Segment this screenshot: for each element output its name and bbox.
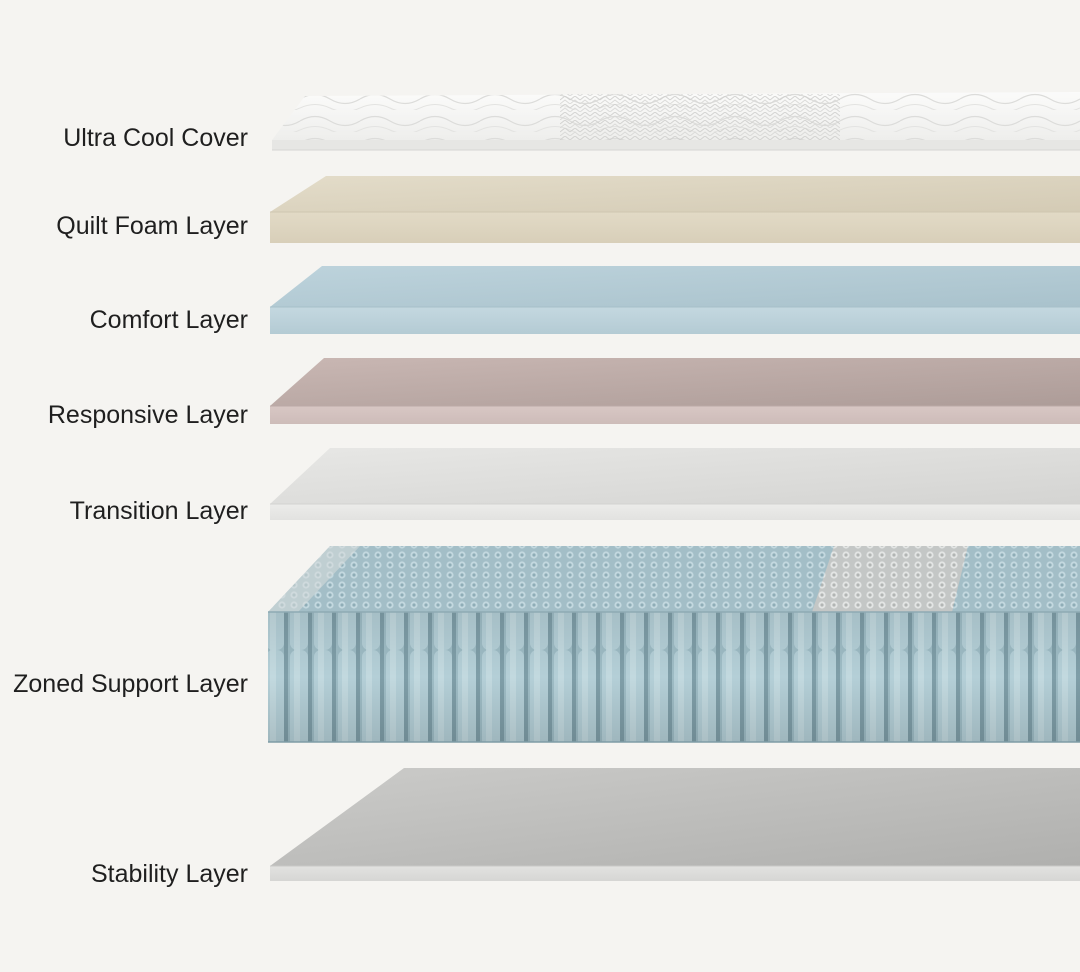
transition-slab — [270, 448, 1080, 520]
label-transition-layer: Transition Layer — [69, 497, 248, 525]
label-responsive-layer: Responsive Layer — [47, 401, 248, 429]
label-ultra-cool-cover: Ultra Cool Cover — [63, 124, 248, 152]
label-comfort-layer: Comfort Layer — [89, 306, 248, 334]
label-stability-layer: Stability Layer — [90, 860, 248, 888]
quilt-foam-slab — [270, 176, 1080, 243]
label-zoned-support-layer: Zoned Support Layer — [13, 670, 248, 698]
responsive-slab — [270, 358, 1080, 424]
label-quilt-foam-layer: Quilt Foam Layer — [56, 212, 248, 240]
comfort-slab — [270, 266, 1080, 334]
zoned-support-block — [268, 546, 1080, 743]
stability-slab — [270, 768, 1080, 881]
ultra-cool-cover-slab — [272, 92, 1080, 151]
